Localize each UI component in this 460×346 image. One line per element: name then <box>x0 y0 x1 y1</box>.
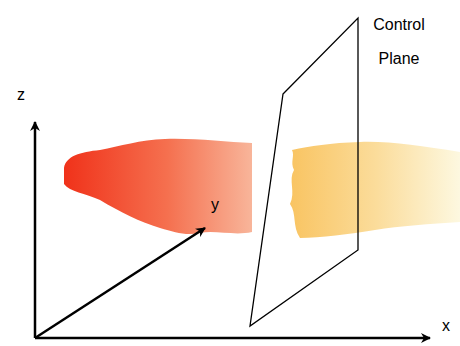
plume-right <box>290 142 460 238</box>
axis-label: z <box>17 86 25 104</box>
x-axis <box>35 337 430 340</box>
z-axis <box>34 122 37 338</box>
y-axis <box>35 228 205 338</box>
plume-left <box>64 139 252 234</box>
axis-label: y <box>211 196 219 214</box>
axis-label: x <box>442 317 450 335</box>
plane-label: Control Plane <box>360 8 438 76</box>
control-plane <box>250 18 358 326</box>
